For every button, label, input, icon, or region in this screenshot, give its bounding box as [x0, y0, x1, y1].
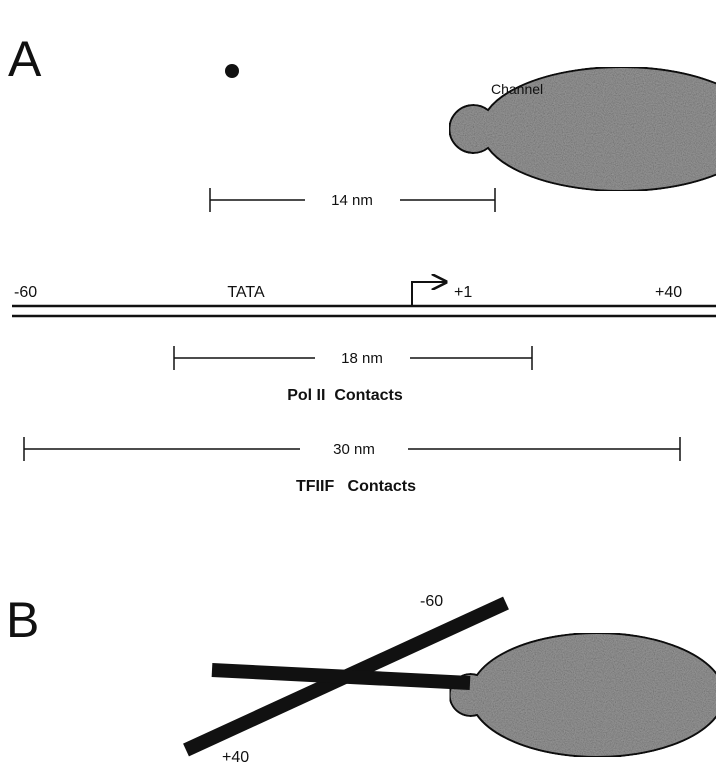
- tss-label-b: +1: [440, 652, 458, 669]
- pol2-contacts-label: Pol II Contacts: [287, 387, 403, 404]
- tfiif-contacts-label: TFIIF Contacts: [296, 478, 416, 495]
- dna-left-end: -60: [14, 284, 37, 301]
- dna-in-channel: [212, 670, 470, 683]
- dna-right-end: +40: [655, 284, 682, 301]
- active-site-dot: [225, 64, 239, 78]
- tss-label-a: +1: [454, 284, 472, 301]
- pol2-label-b: Pol II: [333, 704, 381, 726]
- pol2-enzyme-a: [225, 64, 716, 191]
- panel-b-label: B: [6, 592, 39, 648]
- downstream-end-label: +40: [222, 749, 249, 764]
- panel-a-label: A: [8, 31, 42, 87]
- scale-label-30nm: 30 nm: [333, 441, 375, 458]
- pol2-enzyme-b: [450, 633, 716, 757]
- tss-arrow: [412, 282, 446, 306]
- scale-label-18nm: 18 nm: [341, 350, 383, 367]
- upstream-end-label: -60: [420, 593, 443, 610]
- channel-label: Channel: [491, 81, 543, 97]
- scale-label-14nm: 14 nm: [331, 192, 373, 209]
- pol2-label-a: Pol II: [331, 80, 379, 102]
- tata-box-label: TATA: [227, 284, 265, 301]
- dna-strand: [12, 306, 716, 316]
